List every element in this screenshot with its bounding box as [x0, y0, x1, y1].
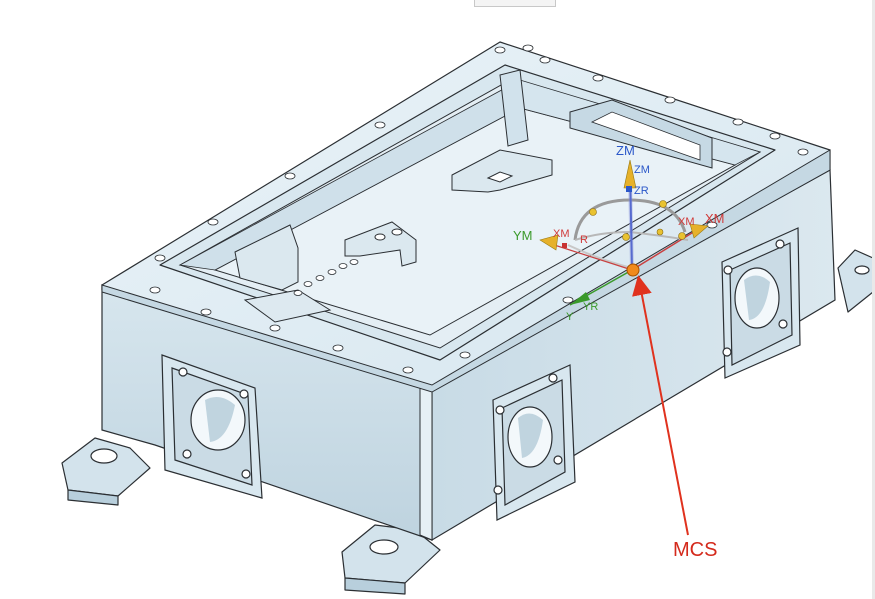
xm-inner-label: XM	[678, 216, 695, 228]
zm-outer-label: ZM	[616, 143, 635, 158]
port-flange-front	[161, 354, 263, 499]
mcs-callout-arrow	[632, 275, 689, 536]
xm-left-label: XM	[553, 228, 570, 240]
mounting-ear-bottom	[341, 524, 441, 595]
xm-outer-label: XM	[705, 211, 725, 226]
zr-label: ZR	[634, 185, 649, 197]
mounting-ear-left	[61, 437, 151, 506]
internal-boss-3	[234, 224, 299, 291]
csys-manipulator[interactable]	[539, 159, 709, 306]
flange-bolt-holes	[149, 44, 809, 374]
mounting-ear-right	[837, 249, 874, 313]
yr-label: YR	[583, 301, 599, 313]
internal-boss-1	[451, 149, 553, 193]
port-flange-right-2	[721, 227, 801, 379]
y-label: Y	[566, 311, 574, 323]
port-flange-right-1	[492, 364, 576, 521]
ym-label: YM	[513, 228, 533, 243]
floor-holes	[293, 259, 359, 296]
mcs-callout-label: MCS	[673, 539, 718, 561]
internal-boss-2	[344, 221, 417, 267]
top-tab-handle[interactable]	[474, 0, 556, 7]
zm-inner-label: ZM	[634, 164, 650, 176]
r-left-label: R	[580, 234, 588, 246]
internal-ribs	[243, 289, 332, 323]
right-edge-scrollbar[interactable]	[872, 0, 875, 599]
